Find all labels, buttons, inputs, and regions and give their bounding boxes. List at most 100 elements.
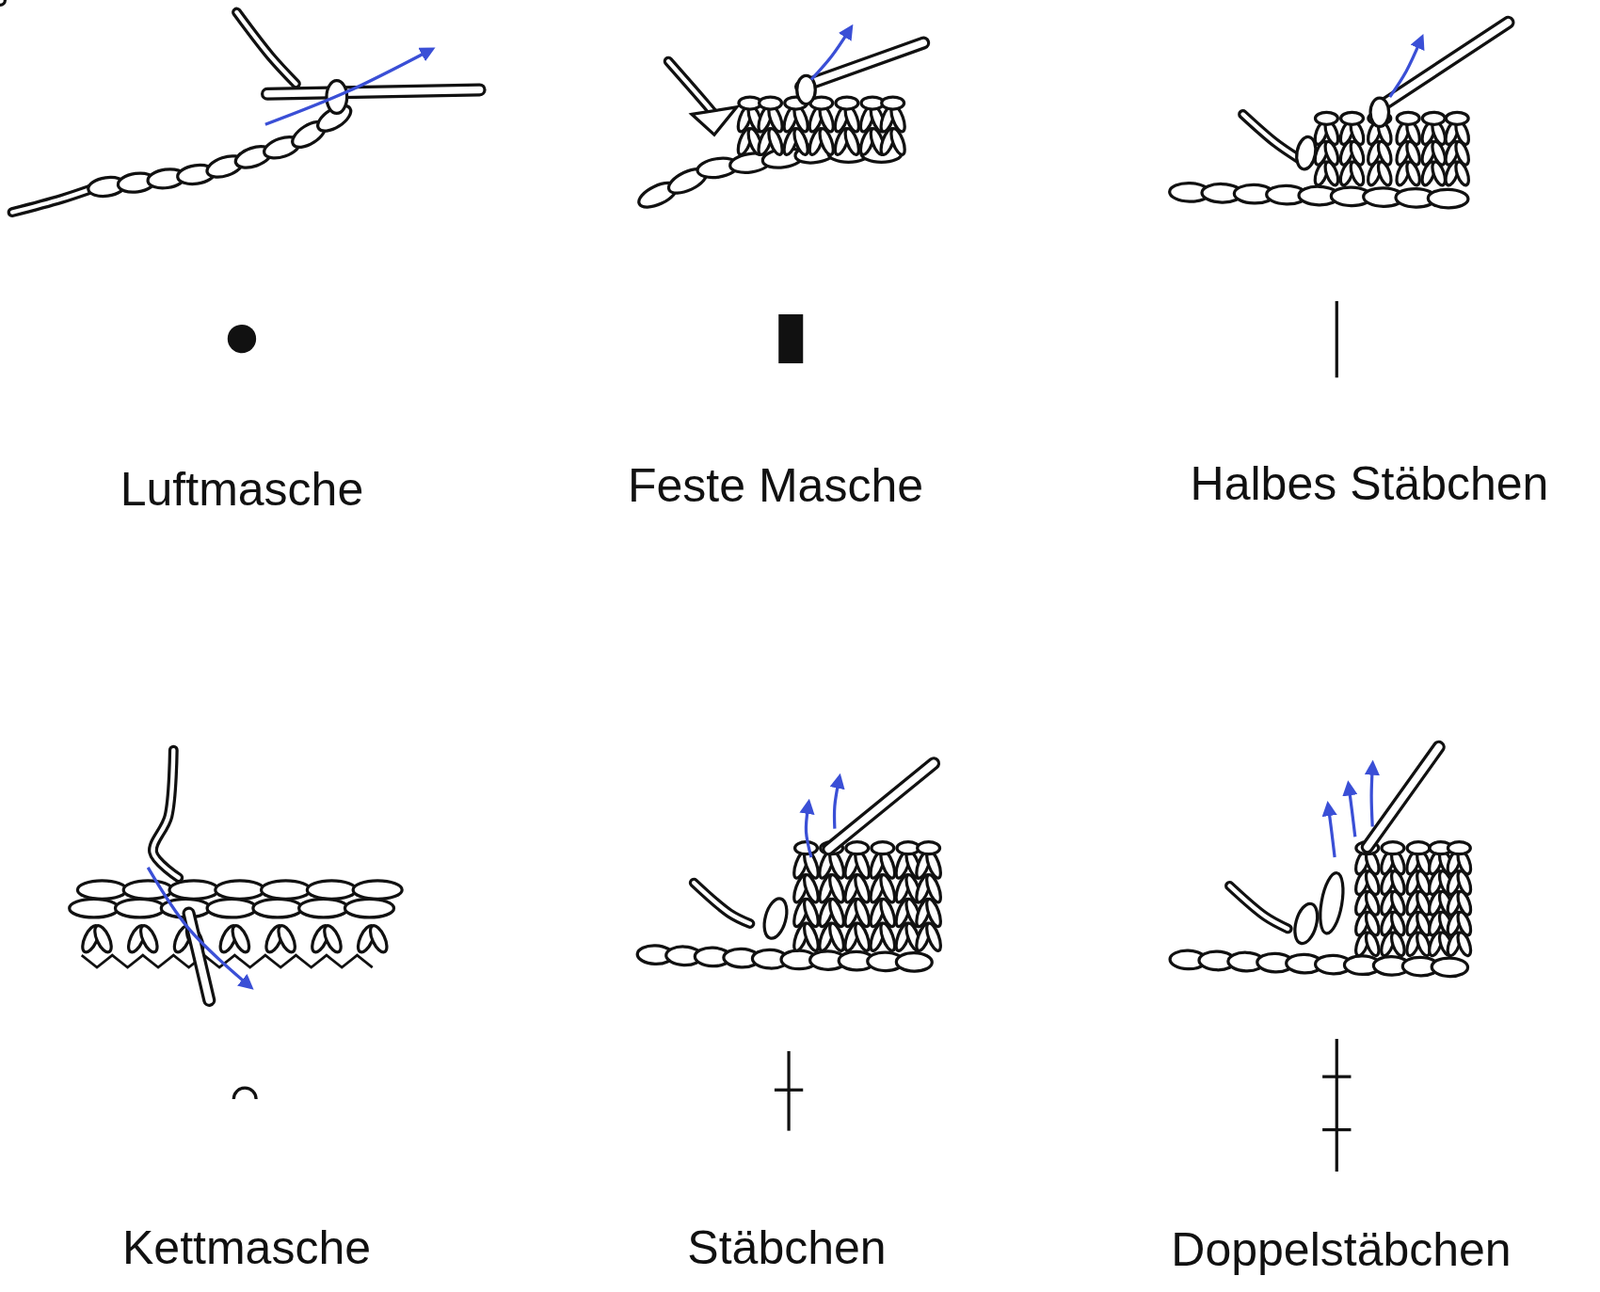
half-double-illustration	[1168, 22, 1508, 208]
yarn-loop	[1347, 160, 1366, 187]
yarn-loop	[888, 127, 908, 157]
hook-outline	[189, 913, 210, 1001]
hook-fill	[267, 89, 480, 94]
stitch-name: Feste Masche	[627, 462, 924, 510]
yarn-loop	[274, 923, 299, 955]
yarn-loop	[169, 880, 219, 900]
yarn-loop	[115, 898, 165, 918]
yarn-loop	[846, 842, 869, 855]
direction-arrow	[1328, 808, 1336, 858]
yarn-loop	[1316, 871, 1348, 936]
yarn-loop	[881, 96, 905, 110]
yarn-loop	[1396, 112, 1420, 125]
yarn-loop	[1407, 842, 1430, 855]
stitch-name: Stäbchen	[687, 1224, 886, 1272]
yarn-outline	[152, 750, 178, 879]
yarn-loop	[1453, 160, 1472, 187]
yarn-loop	[1322, 160, 1341, 187]
single-crochet-symbol	[778, 314, 803, 364]
yarn-loop	[137, 923, 161, 955]
yarn-loop	[253, 898, 303, 918]
chain-illustration	[0, 0, 480, 213]
direction-arrow	[1348, 787, 1356, 837]
direction-arrow	[265, 50, 429, 125]
direction-arrow	[1371, 768, 1373, 828]
chain-symbol	[227, 324, 256, 353]
hook-fill	[189, 913, 210, 1001]
hook-outline	[1379, 22, 1509, 108]
yarn-loop	[760, 896, 791, 942]
double-crochet-illustration	[637, 763, 944, 972]
yarn-outline	[12, 189, 93, 213]
yarn-loop	[842, 127, 862, 157]
yarn-outline	[1229, 885, 1288, 929]
yarn-loop	[344, 898, 394, 918]
stitch-name: Halbes Stäbchen	[1190, 460, 1550, 508]
yarn-loop	[1291, 901, 1322, 947]
hook-fill	[1367, 747, 1440, 848]
direction-arrow	[834, 781, 840, 830]
yarn-loop	[759, 96, 783, 110]
hook-outline	[828, 763, 934, 849]
treble-crochet-illustration	[1169, 747, 1474, 977]
treble-crochet-symbol	[1322, 1039, 1351, 1172]
yarn-loop	[835, 96, 859, 110]
yarn-loop	[1447, 842, 1471, 855]
yarn-loop	[261, 880, 311, 900]
yarn-fill	[12, 189, 93, 213]
yarn-loop	[1381, 842, 1405, 855]
double-crochet-symbol	[774, 1051, 803, 1132]
yarn-loop	[1422, 112, 1445, 125]
yarn-loop	[1341, 112, 1364, 125]
yarn-loop	[917, 842, 941, 855]
yarn-loop	[852, 921, 873, 953]
yarn-loop	[827, 921, 848, 953]
yarn-loop	[299, 898, 349, 918]
slip-stitch-illustration	[69, 750, 402, 1001]
yarn-fill	[152, 750, 178, 879]
yarn-loop	[1404, 160, 1423, 187]
yarn-loop	[1431, 958, 1469, 977]
yarn-fill	[693, 882, 751, 924]
yarn-loop	[766, 127, 785, 157]
yarn-loop	[795, 842, 818, 855]
yarn-loop	[801, 921, 822, 953]
yarn-outline	[1243, 113, 1299, 159]
yarn-loop	[215, 880, 265, 900]
yarn-outline	[693, 882, 751, 924]
yarn-loop	[1376, 160, 1394, 187]
yarn-loop	[91, 923, 115, 955]
hook-outline	[267, 89, 480, 94]
direction-arrow	[805, 806, 811, 858]
yarn-fill	[1229, 885, 1288, 929]
yarn-loop	[871, 842, 895, 855]
direction-arrow	[811, 31, 849, 80]
yarn-loop	[207, 898, 256, 918]
yarn-loop	[1455, 930, 1473, 958]
stitch-name: Doppelstäbchen	[1170, 1226, 1511, 1274]
yarn-loop	[896, 952, 932, 972]
yarn-loop	[320, 923, 345, 955]
direction-arrow	[147, 867, 248, 986]
direction-arrow	[1390, 40, 1422, 97]
half-double-symbol	[1335, 301, 1339, 378]
yarn-loop	[1370, 97, 1390, 127]
yarn-loop	[367, 923, 391, 955]
yarn-loop	[77, 880, 127, 900]
yarn-loop	[1445, 112, 1469, 125]
symbol-group	[227, 301, 1352, 1172]
yarn-loop	[229, 923, 254, 955]
yarn-fill	[1243, 113, 1299, 159]
yarn-loop	[352, 880, 402, 900]
yarn-loop	[1389, 930, 1408, 958]
yarn-loop	[816, 127, 836, 157]
single-crochet-illustration	[635, 31, 924, 213]
slip-stitch-symbol	[233, 1088, 256, 1100]
yarn-tip	[691, 107, 737, 135]
yarn-loop	[924, 921, 944, 953]
hook-fill	[828, 763, 934, 849]
hook-outline	[1367, 747, 1440, 848]
hook-fill	[1379, 22, 1509, 108]
stitch-name: Luftmasche	[120, 465, 364, 513]
